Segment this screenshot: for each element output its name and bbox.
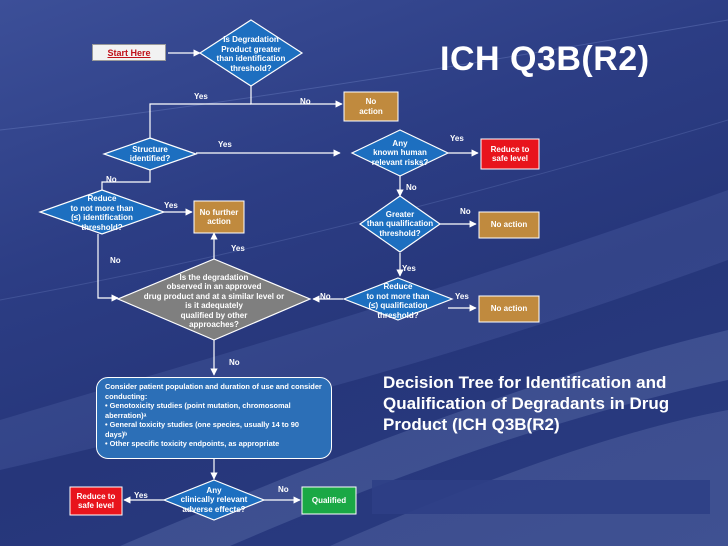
diamond-structure — [102, 137, 198, 171]
node-reduce-safe-bottom: Reduce to safe level — [70, 487, 122, 515]
box-qualified — [301, 486, 357, 515]
edge-label-yes: Yes — [402, 264, 416, 273]
edge-label-yes: Yes — [194, 92, 208, 101]
node-label: No action — [490, 304, 528, 314]
diamond-reduce-identification — [38, 189, 166, 235]
node-label: Reduce to not more than (≤) qualificatio… — [366, 282, 430, 320]
edge-label-yes: Yes — [231, 244, 245, 253]
diamond-approved-product — [116, 258, 312, 341]
connectors — [97, 49, 479, 504]
diamond-qualification — [358, 195, 442, 253]
node-reduce-qualification: Reduce to not more than (≤) qualificatio… — [352, 282, 444, 320]
node-reduce-identification: Reduce to not more than (≤) identificati… — [54, 193, 150, 233]
edge-label-no: No — [460, 207, 471, 216]
diamond-identification — [198, 19, 304, 87]
node-label: Qualified — [311, 495, 347, 505]
node-no-action-mid: No action — [479, 212, 539, 238]
edge-label-no: No — [300, 97, 311, 106]
edge-label-no: No — [406, 183, 417, 192]
node-label: No action — [359, 97, 383, 116]
node-qualification-threshold: Greater than qualification threshold? — [360, 208, 440, 240]
node-structure-identified: Structure identified? — [112, 143, 188, 165]
start-here-label[interactable]: Start Here — [92, 44, 166, 61]
consider-bullet: • General toxicity studies (one species,… — [105, 420, 299, 439]
node-identification-threshold: Is Degradation Product greater than iden… — [206, 33, 296, 75]
diagram-subtitle: Decision Tree for Identification and Qua… — [383, 373, 670, 434]
decorative-bar — [372, 480, 710, 514]
node-adverse-effects: Any clinically relevant adverse effects? — [172, 485, 256, 515]
node-qualified: Qualified — [302, 487, 356, 514]
edge-label-no: No — [106, 175, 117, 184]
node-label: No further action — [199, 207, 239, 227]
diamond-adverse — [162, 479, 266, 521]
node-no-further-action: No further action — [194, 201, 244, 233]
consider-intro: Consider patient population and duration… — [105, 382, 322, 401]
edge-label-yes: Yes — [134, 491, 148, 500]
consider-bullet: • Other specific toxicity endpoints, as … — [105, 439, 280, 448]
page-title: ICH Q3B(R2) — [440, 40, 650, 78]
node-reduce-safe-top: Reduce to safe level — [481, 139, 539, 169]
node-approved-product: Is the degradation observed in an approv… — [134, 270, 294, 332]
node-label: Structure identified? — [129, 144, 171, 164]
box-no-action-top — [343, 91, 399, 122]
consider-conducting-box: Consider patient population and duration… — [96, 377, 332, 459]
box-reduce-safe-bottom — [69, 486, 123, 516]
consider-bullet: • Genotoxicity studies (point mutation, … — [105, 401, 291, 420]
box-reduce-safe-top — [480, 138, 540, 170]
edge-label-yes: Yes — [455, 292, 469, 301]
node-label: Is Degradation Product greater than iden… — [216, 35, 286, 73]
node-label: Any known human relevant risks? — [371, 138, 429, 167]
node-label: Greater than qualification threshold? — [366, 209, 434, 238]
box-no-action-low — [478, 295, 540, 323]
box-no-further-action — [193, 200, 245, 234]
node-label: Reduce to safe level — [76, 491, 116, 511]
node-no-action-low: No action — [479, 296, 539, 322]
edge-label-yes: Yes — [164, 201, 178, 210]
edge-label-no: No — [320, 292, 331, 301]
node-label: Is the degradation observed in an approv… — [143, 272, 285, 330]
box-no-action-mid — [478, 211, 540, 239]
edge-label-yes: Yes — [218, 140, 232, 149]
node-label: Reduce to not more than (≤) identificati… — [70, 194, 134, 232]
edge-label-yes: Yes — [450, 134, 464, 143]
node-label: Reduce to safe level — [490, 144, 530, 164]
node-label: No action — [490, 220, 528, 230]
node-label: Any clinically relevant adverse effects? — [180, 485, 248, 514]
node-no-action-top: No action — [344, 92, 398, 121]
diamond-reduce-qualification — [342, 277, 454, 321]
edge-label-no: No — [110, 256, 121, 265]
node-human-risk: Any known human relevant risks? — [358, 137, 442, 169]
edge-label-no: No — [229, 358, 240, 367]
diamond-human-risk — [350, 129, 450, 177]
edge-label-no: No — [278, 485, 289, 494]
